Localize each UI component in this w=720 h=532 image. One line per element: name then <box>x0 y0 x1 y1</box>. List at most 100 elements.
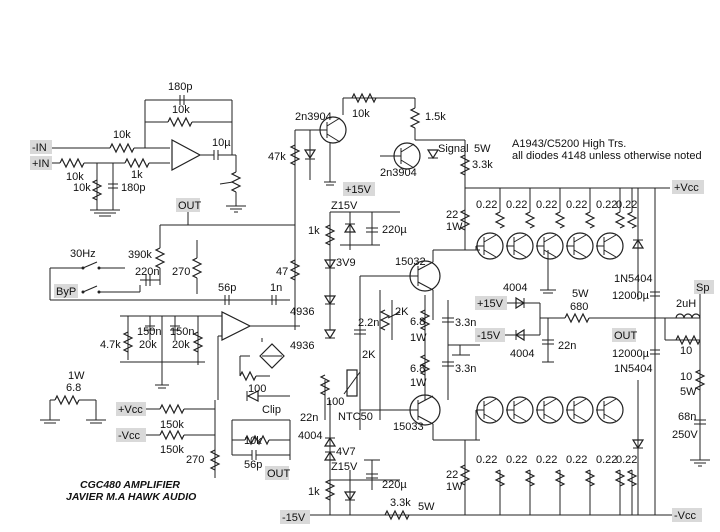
r2k-b-label: 2K <box>362 349 376 361</box>
c3-3n-b-label: 3.3n <box>455 363 476 375</box>
byp-label: ByP <box>56 286 76 298</box>
input-feedback-network <box>144 95 233 155</box>
ground-resistor <box>40 394 106 424</box>
z15v-b-label: Z15V <box>331 461 358 473</box>
d1n5404-a-label: 1N5404 <box>614 273 653 285</box>
v15-neg-bottom-port[interactable]: -15V <box>282 512 306 524</box>
title-line1: CGC480 AMPLIFIER <box>80 479 180 491</box>
r100-label: 100 <box>248 383 266 395</box>
filter-switches <box>49 261 290 301</box>
c56p-top-label: 56p <box>218 282 236 294</box>
lower-emitter-label-4: 0.22 <box>566 454 587 466</box>
r5w-c-label: 5W <box>572 288 589 300</box>
r20k-a-label: 20k <box>139 339 157 351</box>
r6-8b-label: 6.8 <box>410 316 425 328</box>
dc-servo-network <box>140 225 203 294</box>
in-minus-port[interactable]: -IN <box>32 142 47 154</box>
r1w-c-label: 1W <box>410 377 427 389</box>
lower-emitter-resistor-6 <box>626 469 638 515</box>
out-top-port[interactable]: OUT <box>178 200 202 212</box>
upper-transistor-5 <box>596 232 624 260</box>
r1w-a-label: 1W <box>446 221 463 233</box>
zobel-network <box>664 294 710 467</box>
r100b-label: 100 <box>326 396 344 408</box>
r1k-label: 1k <box>131 169 143 181</box>
c12000u-b-label: 12000µ <box>612 348 650 360</box>
c220u-b-label: 220µ <box>382 479 407 491</box>
r5w-label: 5W <box>474 143 491 155</box>
q15032-label: 15032 <box>395 256 426 268</box>
c150n-b-label: 150n <box>170 326 194 338</box>
in-plus-port[interactable]: +IN <box>32 158 49 170</box>
q1-label: 2n3904 <box>295 111 332 123</box>
r1w-label: 1W <box>68 370 85 382</box>
lower-transistor-1 <box>476 396 504 424</box>
r10a-label: 10 <box>680 345 692 357</box>
vcc-neg-right-port[interactable]: -Vcc <box>674 510 697 522</box>
r3-3k-top-label: 3.3k <box>472 159 493 171</box>
v250-label: 250V <box>672 429 698 441</box>
title-line2: JAVIER M.A HAWK AUDIO <box>66 491 196 503</box>
c1n-label: 1n <box>270 282 282 294</box>
lower-emitter-label-5: 0.22 <box>596 454 617 466</box>
r270b-label: 270 <box>186 454 204 466</box>
c22n-b-label: 22n <box>558 340 576 352</box>
upper-transistor-1 <box>476 232 504 260</box>
vcc-pos-right-port[interactable]: +Vcc <box>674 182 699 194</box>
r22b-label: 22 <box>446 469 458 481</box>
opamp-input <box>171 138 246 213</box>
z3v9-label: 3V9 <box>336 257 356 269</box>
lower-emitter-resistor-4 <box>584 469 596 515</box>
v15-pos-top-port[interactable]: +15V <box>345 184 372 196</box>
v15-neg-mid-port[interactable]: -15V <box>477 330 501 342</box>
c220u-a-label: 220µ <box>382 224 407 236</box>
c220n-label: 220n <box>135 266 159 278</box>
r6-8c-label: 6.8 <box>410 363 425 375</box>
lower-emitter-resistor-3 <box>554 469 566 515</box>
upper-emitter-resistor-1 <box>494 188 506 229</box>
z15v-a-label: Z15V <box>331 200 358 212</box>
c56p-bot-label: 56p <box>244 459 262 471</box>
r47-label: 47 <box>276 266 288 278</box>
upper-transistor-2 <box>506 232 534 260</box>
opamp-clip <box>215 311 300 402</box>
upper-emitter-label-1: 0.22 <box>476 199 497 211</box>
upper-zener-supply <box>323 211 400 340</box>
vcc-neg-port[interactable]: -Vcc <box>118 430 141 442</box>
r4936-a-label: 4936 <box>290 306 314 318</box>
c68n-label: 68n <box>678 411 696 423</box>
upper-emitter-label-2: 0.22 <box>506 199 527 211</box>
lower-emitter-label-6: 0.22 <box>616 454 637 466</box>
vcc-pos-port[interactable]: +Vcc <box>118 404 143 416</box>
driver-npn <box>360 249 480 320</box>
r270a-label: 270 <box>172 266 190 278</box>
q2-label: 2n3904 <box>380 167 417 179</box>
lower-emitter-resistor-2 <box>524 469 536 515</box>
r20k-b-label: 20k <box>172 339 190 351</box>
r10k-in-label: 10k <box>113 129 131 141</box>
upper-emitter-resistor-3 <box>554 188 566 229</box>
note-line1: A1943/C5200 High Trs. <box>512 138 626 150</box>
r5w-d-label: 5W <box>680 386 697 398</box>
lower-emitter-resistor-1 <box>494 469 506 515</box>
r4936-b-label: 4936 <box>290 340 314 352</box>
out-bottom-port[interactable]: OUT <box>267 468 291 480</box>
r150k-a-label: 150k <box>160 419 184 431</box>
sp-port[interactable]: Sp <box>696 282 709 294</box>
r150k-b-label: 150k <box>160 444 184 456</box>
lower-emitter-resistor-5 <box>614 469 626 515</box>
r1w-b-label: 1W <box>410 332 427 344</box>
signal-label: Signal <box>438 143 469 155</box>
v15-pos-mid-port[interactable]: +15V <box>477 298 504 310</box>
ntc-label: NTC50 <box>338 411 373 423</box>
c3-3n-a-label: 3.3n <box>455 317 476 329</box>
bias-network <box>319 276 480 430</box>
r10k-c-label: 10k <box>244 435 262 447</box>
upper-emitter-label-5: 0.22 <box>596 199 617 211</box>
driver-pnp <box>360 394 480 441</box>
c150n-a-label: 150n <box>137 326 161 338</box>
lower-emitter-label-1: 0.22 <box>476 454 497 466</box>
r3-3k-bot-label: 3.3k <box>390 497 411 509</box>
r10b-label: 10 <box>680 371 692 383</box>
out-right-port[interactable]: OUT <box>614 330 638 342</box>
